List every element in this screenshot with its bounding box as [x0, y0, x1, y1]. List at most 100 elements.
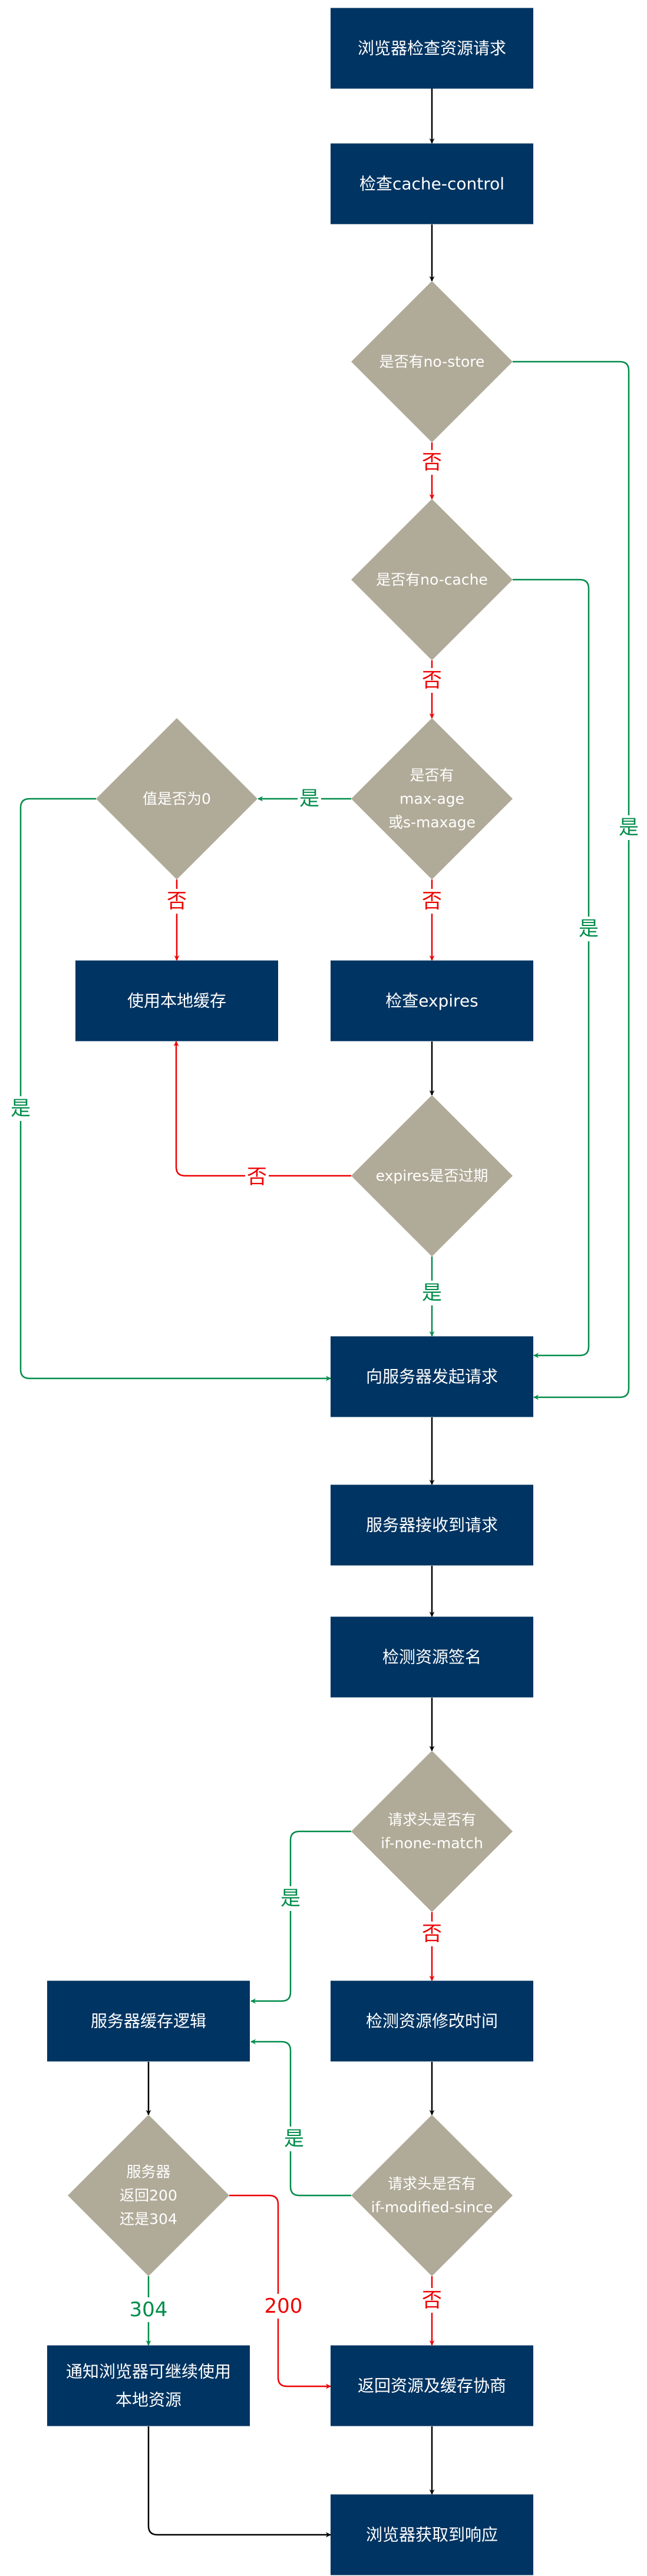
edge-label-background [420, 450, 444, 475]
edge-has-if-modified-since-to-server-cache-logic [250, 2039, 351, 2197]
process-box [331, 1484, 533, 1566]
edge-label-group: 200 [265, 2294, 302, 2319]
process-return-resource[interactable]: 返回资源及缓存协商 [331, 2345, 533, 2426]
process-check-cache-control[interactable]: 检查cache-control [331, 143, 533, 224]
edge-label-group: 是 [282, 2127, 306, 2151]
process-box [331, 2494, 533, 2575]
decision-diamond [351, 281, 513, 442]
edge-label-yes: 是 [579, 917, 599, 941]
edge-label-yes: 是 [422, 1281, 442, 1305]
process-use-local-cache[interactable]: 使用本地缓存 [75, 960, 278, 1041]
node-label: 通知浏览器可继续使用 [66, 2362, 231, 2382]
process-check-expires[interactable]: 检查expires [331, 960, 533, 1041]
connector-line [250, 2039, 351, 2197]
connector-line [19, 798, 331, 1381]
node-label: 检查expires [385, 991, 478, 1011]
edge-notify-browser-to-browser-response [147, 2426, 331, 2538]
node-label: 是否有no-cache [376, 571, 488, 588]
edge-label-group: 是 [298, 786, 321, 811]
node-label: 本地资源 [115, 2390, 181, 2410]
edge-label-no: 否 [167, 889, 187, 913]
connector-line [513, 361, 630, 1400]
edge-label-background [420, 889, 444, 914]
process-check-modified-time[interactable]: 检测资源修改时间 [331, 1980, 533, 2062]
edge-label-yes: 是 [619, 816, 639, 839]
connector-line [173, 1041, 351, 1177]
node-label: 向服务器发起请求 [366, 1367, 498, 1387]
decision-diamond [68, 2115, 229, 2276]
connector-line [229, 2194, 331, 2389]
process-check-signature[interactable]: 检测资源签名 [331, 1616, 533, 1698]
process-send-request[interactable]: 向服务器发起请求 [331, 1336, 533, 1417]
decision-has-no-store[interactable]: 是否有no-store [351, 281, 513, 442]
process-browser-check[interactable]: 浏览器检查资源请求 [331, 8, 533, 89]
edge-label-background [617, 815, 641, 840]
process-box [331, 1980, 533, 2062]
process-browser-response[interactable]: 浏览器获取到响应 [331, 2494, 533, 2575]
node-label: 或s-maxage [388, 814, 476, 831]
node-label: max-age [400, 791, 464, 808]
node-label: 浏览器检查资源请求 [358, 39, 506, 58]
edge-label-no: 否 [422, 889, 442, 913]
edge-label-group: 否 [245, 1165, 269, 1189]
decision-expires-expired[interactable]: expires是否过期 [351, 1095, 513, 1256]
edge-label-group: 是 [617, 815, 641, 840]
edge-label-group: 否 [165, 889, 189, 914]
edge-label-yes: 是 [11, 1097, 31, 1120]
edge-label-group: 否 [420, 668, 444, 693]
node-label: 使用本地缓存 [127, 991, 226, 1011]
node-label: 服务器缓存逻辑 [91, 2012, 206, 2031]
decision-diamond [96, 718, 258, 879]
edge-label-background [279, 1886, 302, 1911]
decision-has-if-modified-since[interactable]: 请求头是否有 if-modified-since [351, 2115, 513, 2276]
node-label: 还是304 [120, 2211, 177, 2228]
decision-value-is-zero[interactable]: 值是否为0 [96, 718, 258, 879]
process-box [331, 1616, 533, 1698]
edge-label-yes: 是 [284, 2127, 304, 2151]
edge-label-group: 否 [420, 1922, 444, 1946]
edge-label-background [267, 2294, 300, 2319]
decision-has-if-none-match[interactable]: 请求头是否有 if-none-match [351, 1751, 513, 1912]
node-label: 检测资源签名 [382, 1648, 481, 1667]
process-box [331, 143, 533, 224]
decision-diamond [351, 2115, 513, 2276]
node-label: 检测资源修改时间 [366, 2012, 498, 2031]
edge-label-background [282, 2127, 306, 2151]
process-box [331, 1336, 533, 1417]
edge-label-background [132, 2297, 165, 2322]
edge-has-no-cache-to-send-request [513, 578, 590, 1358]
node-label: 请求头是否有 [388, 1811, 476, 1828]
decision-diamond [351, 499, 513, 660]
edge-label-group: 否 [420, 450, 444, 475]
edge-label-group: 是 [577, 917, 600, 941]
connector-line [250, 1830, 351, 2004]
node-label: if-modified-since [371, 2199, 493, 2216]
edge-label-group: 是 [9, 1096, 32, 1121]
node-label: expires是否过期 [376, 1168, 488, 1185]
edge-label-background [298, 786, 321, 811]
process-server-cache-logic[interactable]: 服务器缓存逻辑 [47, 1980, 250, 2062]
edge-label-background [245, 1165, 269, 1189]
process-box [331, 8, 533, 89]
process-server-receive[interactable]: 服务器接收到请求 [331, 1484, 533, 1566]
decision-diamond [351, 1095, 513, 1256]
edge-label-group: 304 [130, 2297, 167, 2322]
process-box [331, 960, 533, 1041]
decision-has-no-cache[interactable]: 是否有no-cache [351, 499, 513, 660]
edge-label-no: 否 [422, 1922, 442, 1946]
edge-label-background [165, 889, 189, 914]
node-label: if-none-match [381, 1835, 483, 1852]
process-box [75, 960, 278, 1041]
edge-label-background [420, 668, 444, 693]
edge-label-group: 是 [420, 1281, 444, 1305]
decision-diamond [351, 1751, 513, 1912]
edge-has-if-none-match-to-server-cache-logic [250, 1830, 351, 2004]
node-label: 请求头是否有 [388, 2175, 476, 2193]
edge-label-background [420, 1922, 444, 1946]
node-label: 浏览器获取到响应 [366, 2525, 498, 2545]
